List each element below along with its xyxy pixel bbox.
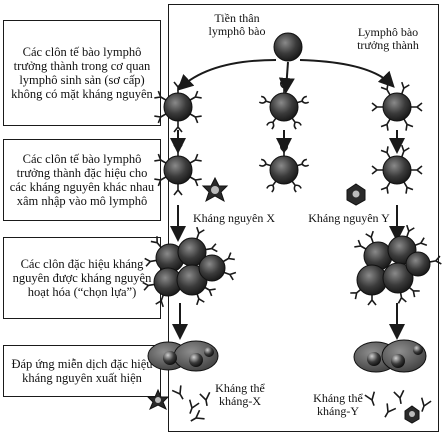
antibodies-x (171, 384, 213, 427)
mature-cell-right (371, 81, 423, 132)
antigen-y (346, 183, 366, 206)
stage-3-label: Các clôn đặc hiệu kháng nguyên được khán… (3, 237, 161, 319)
antigen-x-bound (146, 388, 170, 411)
antigen-y-bound (404, 405, 420, 424)
plasma-cells-y (353, 339, 427, 373)
clone-cell-middle (258, 144, 310, 193)
stage-2-label: Các clôn tế bào lymphô trưởng thành đặc … (3, 139, 161, 221)
antibody-x-label: Kháng thể kháng-X (215, 381, 265, 408)
progenitor-label: Tiền thân lymphô bào (208, 11, 266, 38)
arrow-to-left-clone (177, 59, 277, 91)
clone-cell-right (371, 144, 423, 195)
plasma-cells-x (147, 340, 219, 372)
mature-lymphocyte-label: Lymphô bào trưởng thành (357, 25, 419, 52)
stage-1-label: Các clôn tế bào lymphô trưởng thành tron… (3, 20, 161, 126)
arrow-to-right-clone (299, 59, 395, 88)
activated-cluster-x (141, 226, 237, 308)
antibodies-y (364, 389, 432, 421)
diagram-frame (168, 4, 439, 432)
activated-cluster-y (349, 224, 443, 306)
antibody-y-label: Kháng thể kháng-Y (313, 391, 363, 418)
clone-cell-left (153, 144, 203, 196)
antigen-x-label: Kháng nguyên X (193, 211, 275, 225)
stage-4-label: Đáp ứng miễn dịch đặc hiệu kháng nguyên … (3, 345, 161, 397)
mature-cell-left (153, 81, 203, 133)
antigen-y-label: Kháng nguyên Y (308, 211, 390, 225)
progenitor-cell (273, 32, 303, 62)
mature-cell-middle (258, 81, 310, 130)
antigen-x (201, 176, 229, 203)
